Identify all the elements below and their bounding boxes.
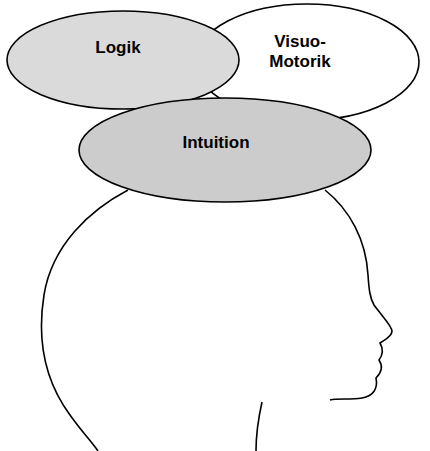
ellipse-outline [5,9,241,111]
ellipse-shape [7,11,239,109]
ellipse-label: Visuo- Motorik [259,32,341,71]
ellipse-label: Intuition [182,133,249,153]
ellipse-label: Logik [95,38,140,58]
face-profile [325,190,392,400]
ellipse-shape [79,98,371,202]
ellipse-logic: Logik [5,9,241,111]
head-silhouette [42,190,128,451]
neck-line [256,402,262,451]
ellipse-intuition: Intuition [77,96,373,204]
